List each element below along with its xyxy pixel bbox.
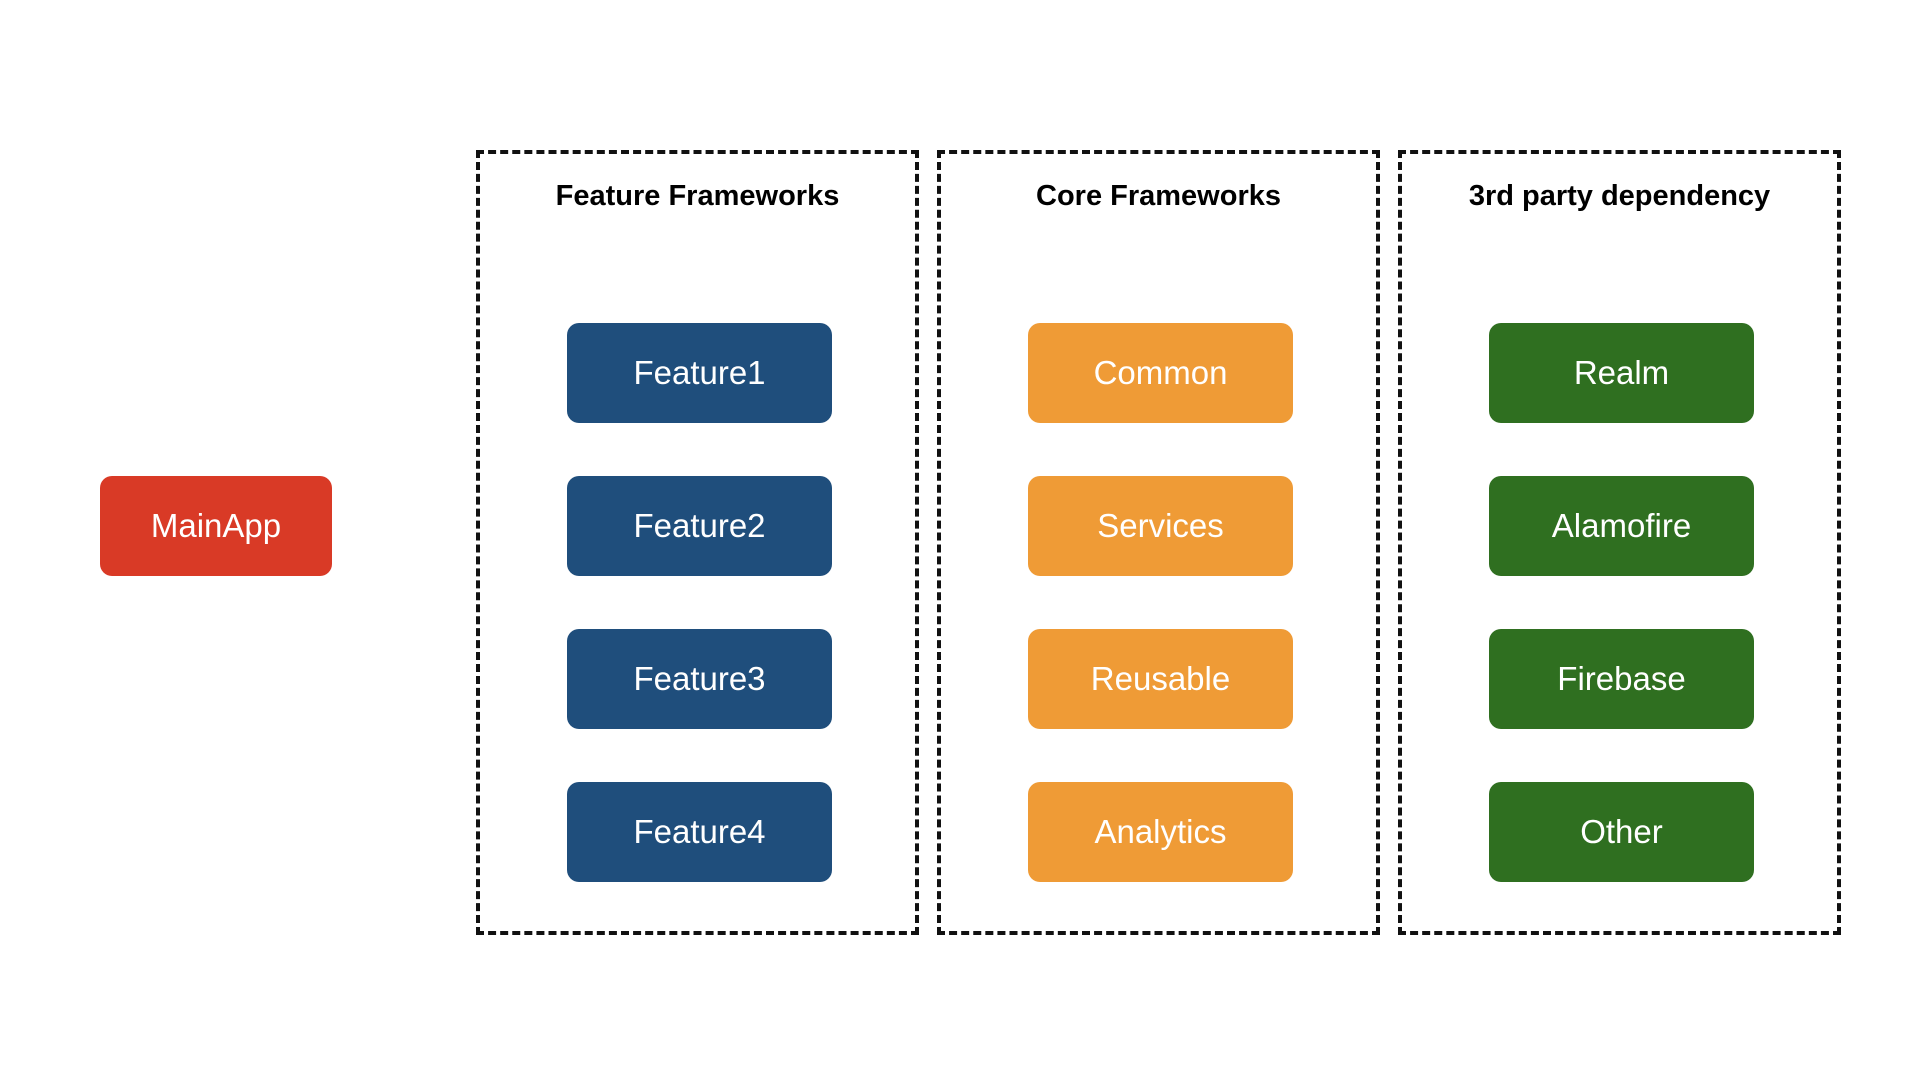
other-node: Other (1489, 782, 1754, 882)
realm-node: Realm (1489, 323, 1754, 423)
feature3-node: Feature3 (567, 629, 832, 729)
group-title: Feature Frameworks (555, 180, 840, 212)
mainapp-node: MainApp (100, 476, 332, 576)
reusable-node: Reusable (1028, 629, 1293, 729)
group-title: 3rd party dependency (1468, 180, 1771, 212)
feature4-node: Feature4 (567, 782, 832, 882)
analytics-node: Analytics (1028, 782, 1293, 882)
services-node: Services (1028, 476, 1293, 576)
firebase-node: Firebase (1489, 629, 1754, 729)
third-party-dependency-group: 3rd party dependency Realm Alamofire Fir… (1398, 150, 1841, 935)
core-frameworks-group: Core Frameworks Common Services Reusable… (937, 150, 1380, 935)
feature-frameworks-group: Feature Frameworks Feature1 Feature2 Fea… (476, 150, 919, 935)
alamofire-node: Alamofire (1489, 476, 1754, 576)
common-node: Common (1028, 323, 1293, 423)
group-title: Core Frameworks (1036, 180, 1281, 212)
feature2-node: Feature2 (567, 476, 832, 576)
feature1-node: Feature1 (567, 323, 832, 423)
